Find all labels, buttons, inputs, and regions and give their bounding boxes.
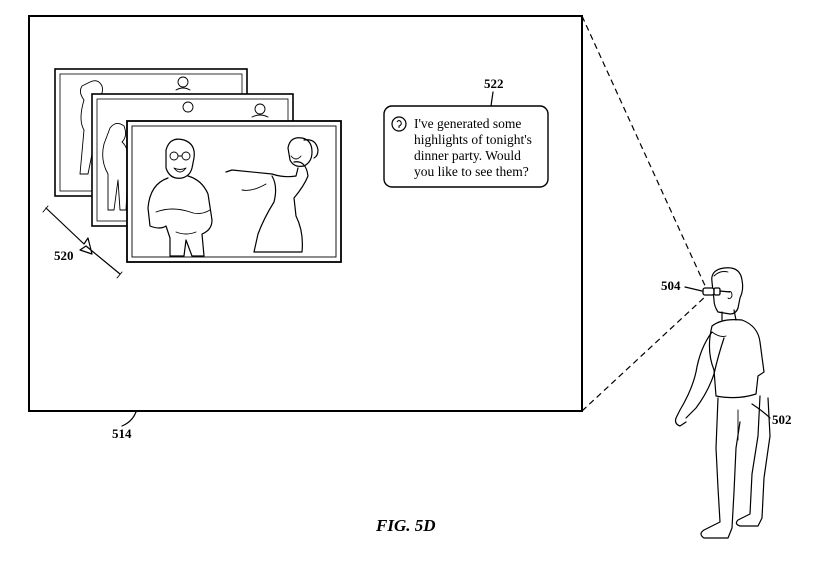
bubble-line-2: highlights of tonight's (414, 132, 532, 147)
user-figure (674, 267, 771, 539)
label-520: 520 (54, 248, 74, 263)
bubble-line-4: you like to see them? (414, 164, 529, 179)
leader-502 (751, 403, 771, 419)
photo-stack-bracket (42, 205, 123, 279)
label-514: 514 (112, 426, 132, 441)
label-502: 502 (772, 412, 792, 427)
leader-522 (490, 91, 494, 107)
bubble-line-3: dinner party. Would (414, 148, 521, 163)
figure-caption: FIG. 5D (375, 516, 436, 535)
assistant-icon (391, 116, 407, 132)
laughing-man (147, 138, 213, 257)
leader-504 (684, 286, 703, 292)
leader-514 (121, 411, 137, 427)
photo-stack (54, 68, 342, 263)
bubble-line-1: I've generated some (414, 116, 521, 131)
pointing-woman (225, 137, 319, 253)
assistant-bubble: I've generated some highlights of tonigh… (383, 105, 549, 188)
field-of-view-lines (581, 15, 708, 412)
glasses-icon (702, 287, 731, 296)
photo-front (126, 120, 342, 263)
label-522: 522 (484, 76, 504, 91)
label-504: 504 (661, 278, 681, 293)
